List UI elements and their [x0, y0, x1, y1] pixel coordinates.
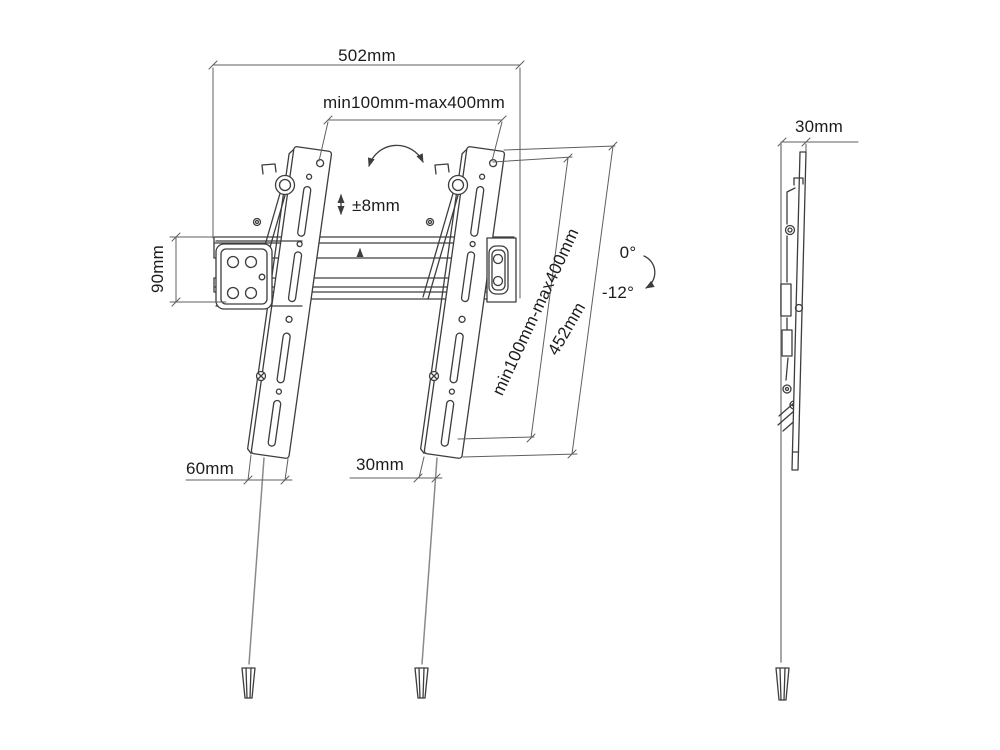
pivot-bolts [255, 174, 469, 382]
dimension-lines [169, 60, 859, 485]
dim-total-width-label: 502mm [338, 46, 396, 65]
side-cord-pull-handle [775, 667, 790, 701]
wall-plate-right [486, 237, 517, 303]
tilt-max-label: 0° [619, 243, 637, 262]
wall-plate-left [215, 240, 303, 310]
tilt-arc-icon [367, 144, 424, 167]
dim-bottom-left-label: 60mm [185, 459, 235, 478]
dim-side-depth-label: 30mm [794, 117, 844, 136]
dim-bottom-center-label: 30mm [355, 455, 405, 474]
dim-wall-plate-height-label: 90mm [148, 244, 167, 294]
tilt-min-label: -12° [601, 283, 635, 302]
cord-pull-handles [241, 667, 429, 699]
dim-vesa-width-label: min100mm-max400mm [323, 93, 505, 112]
tilt-range-arrow-icon [643, 255, 656, 289]
side-view [775, 141, 807, 701]
side-rail-blade [791, 151, 807, 471]
dim-height-adjust-label: ±8mm [352, 196, 400, 215]
safety-cords [248, 457, 438, 665]
